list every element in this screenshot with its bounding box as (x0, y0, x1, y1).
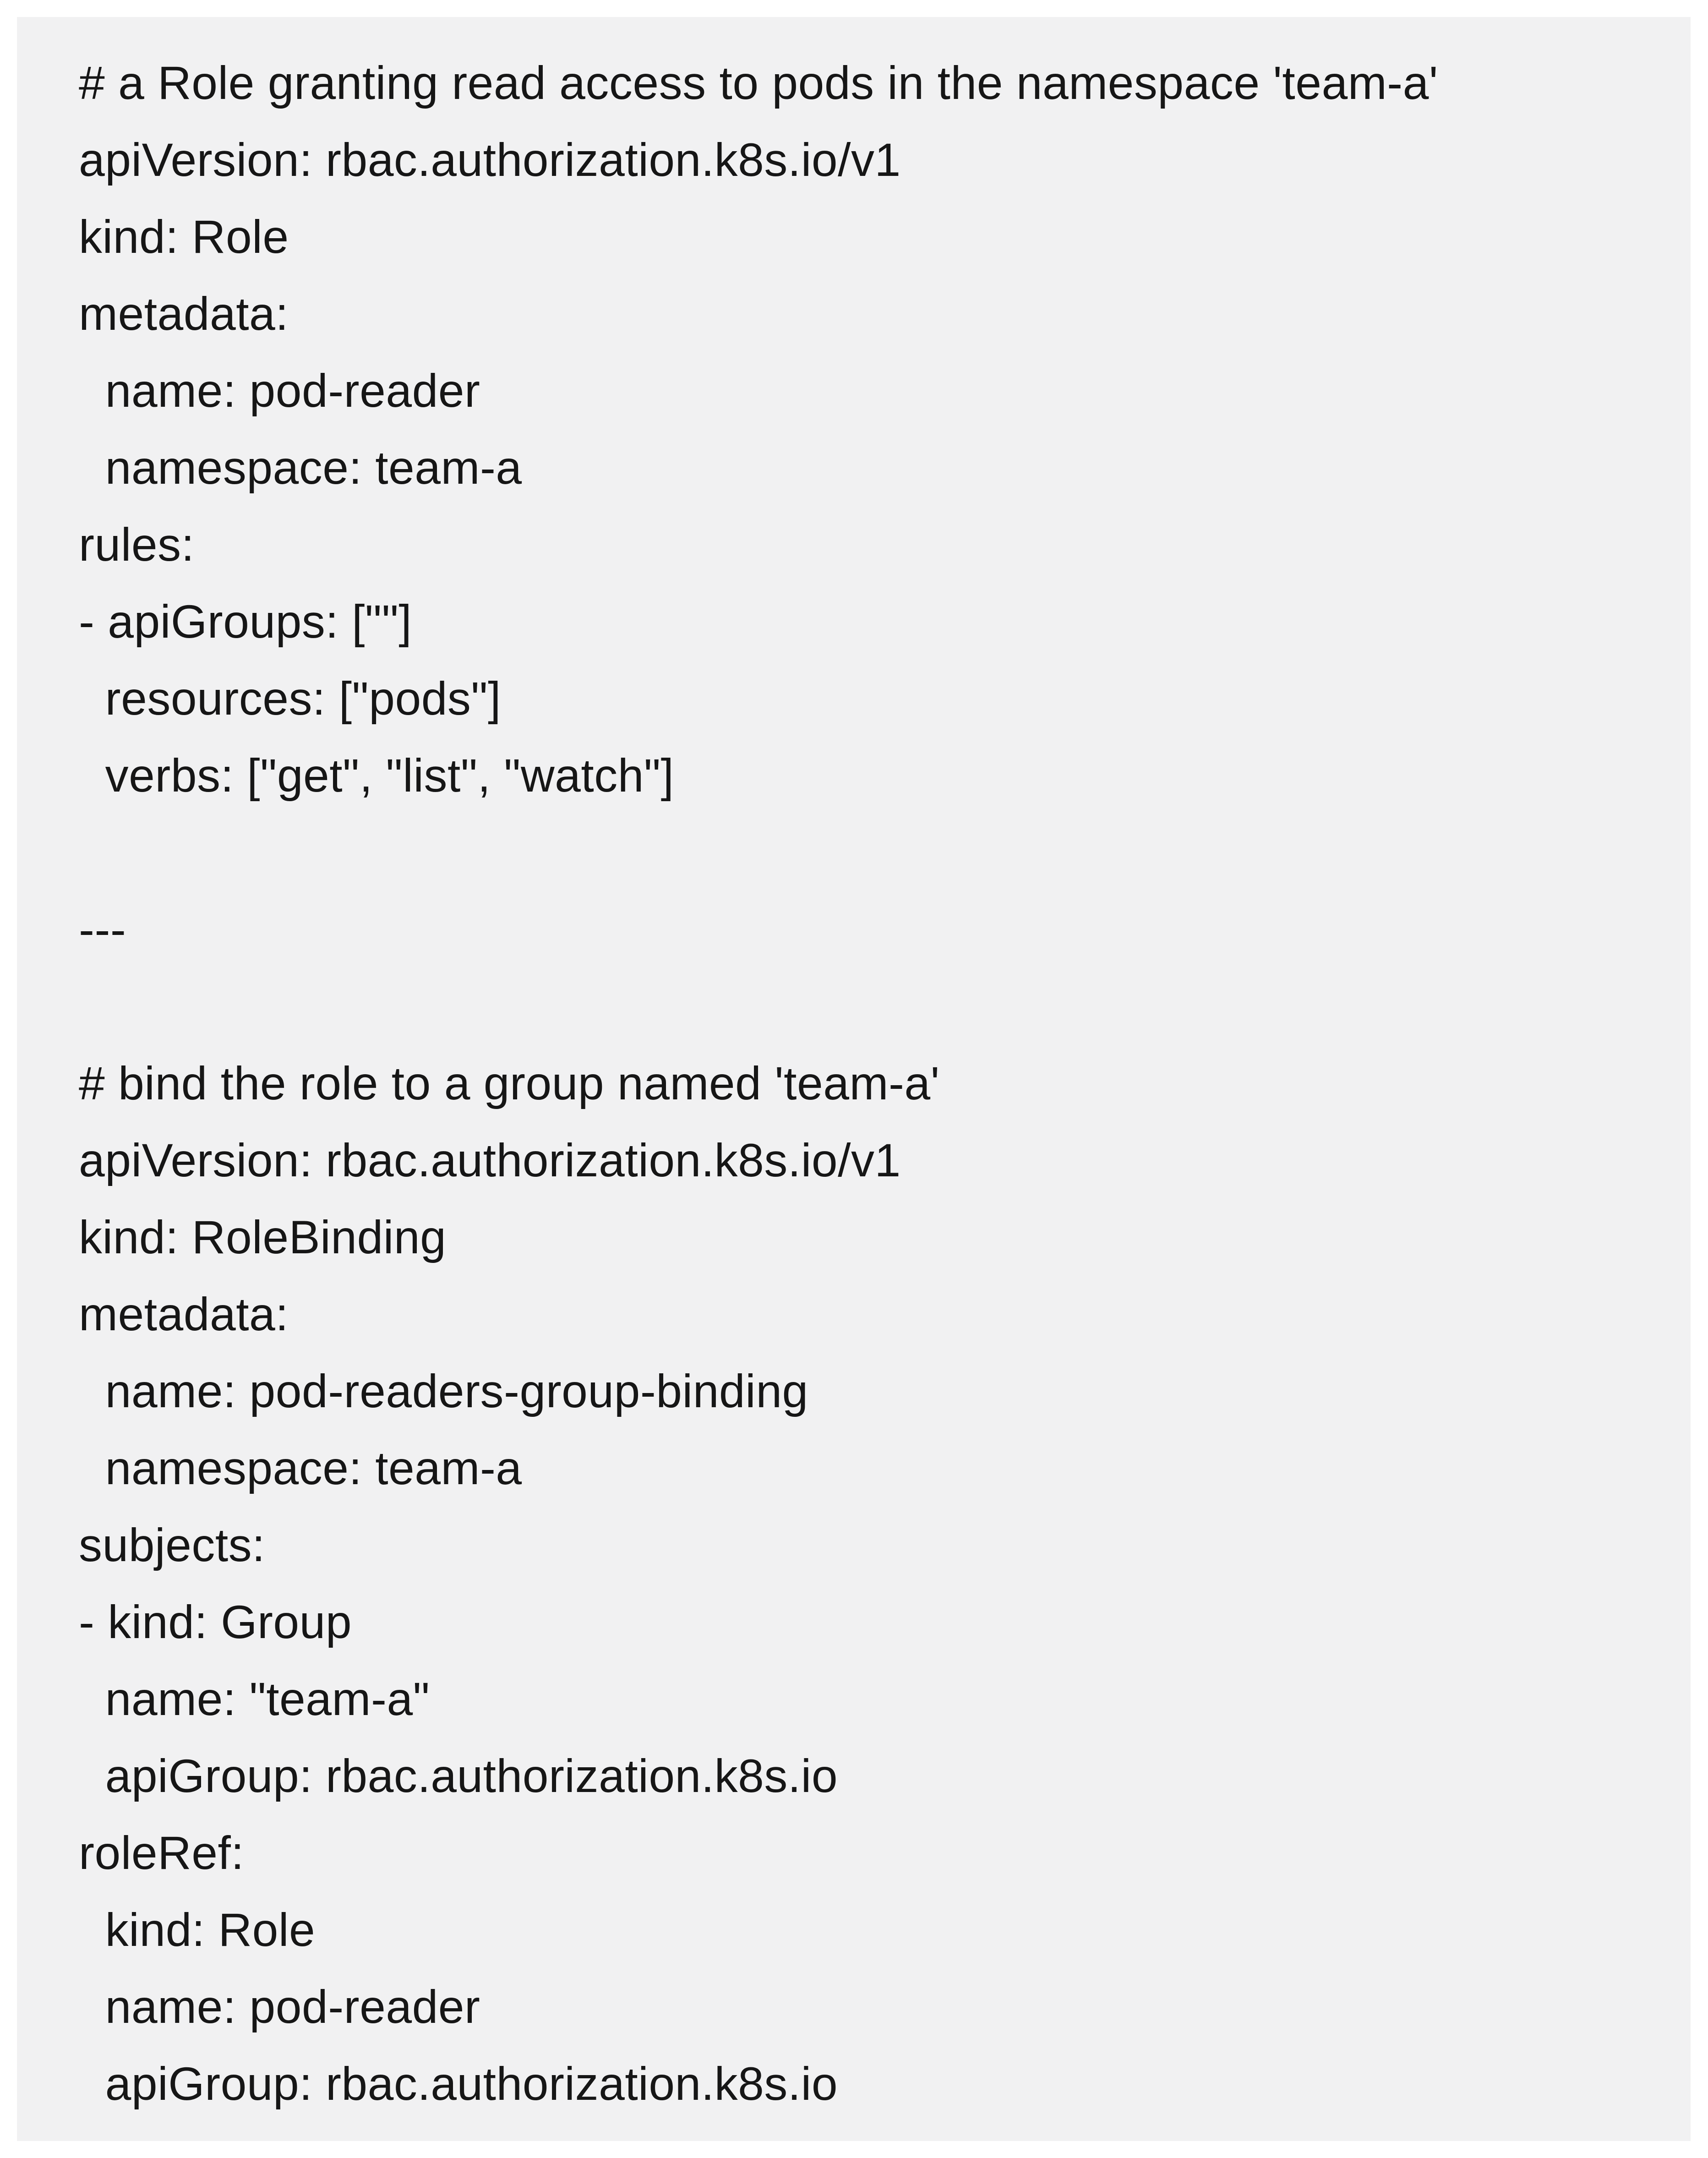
yaml-line: name: "team-a" (79, 1673, 430, 1725)
yaml-line: kind: RoleBinding (79, 1211, 447, 1263)
blank-line (79, 968, 1654, 1045)
yaml-line: apiGroup: rbac.authorization.k8s.io (79, 1750, 838, 1802)
yaml-line: name: pod-reader (79, 365, 480, 417)
yaml-line: - apiGroups: [""] (79, 595, 412, 648)
yaml-line: name: pod-reader (79, 1981, 480, 2033)
yaml-line: namespace: team-a (79, 1442, 522, 1494)
yaml-line: roleRef: (79, 1827, 245, 1879)
yaml-comment-line: # bind the role to a group named 'team-a… (79, 1057, 940, 1109)
yaml-document-separator: --- (79, 903, 126, 956)
yaml-code-panel: # a Role granting read access to pods in… (17, 17, 1691, 2141)
yaml-line: apiVersion: rbac.authorization.k8s.io/v1 (79, 134, 901, 186)
yaml-line: rules: (79, 519, 195, 571)
yaml-line: kind: Role (79, 1904, 316, 1956)
yaml-line: verbs: ["get", "list", "watch"] (79, 749, 674, 802)
yaml-line: apiVersion: rbac.authorization.k8s.io/v1 (79, 1134, 901, 1186)
yaml-comment-line: # a Role granting read access to pods in… (79, 57, 1438, 109)
yaml-line: metadata: (79, 288, 289, 340)
yaml-line: apiGroup: rbac.authorization.k8s.io (79, 2058, 838, 2110)
yaml-line: namespace: team-a (79, 442, 522, 494)
blank-line (79, 814, 1654, 891)
yaml-code-block: # a Role granting read access to pods in… (17, 17, 1691, 2150)
yaml-line: subjects: (79, 1519, 266, 1571)
yaml-line: name: pod-readers-group-binding (79, 1365, 808, 1417)
yaml-line: resources: ["pods"] (79, 672, 501, 725)
yaml-line: - kind: Group (79, 1596, 352, 1648)
yaml-line: kind: Role (79, 211, 289, 263)
yaml-line: metadata: (79, 1288, 289, 1340)
